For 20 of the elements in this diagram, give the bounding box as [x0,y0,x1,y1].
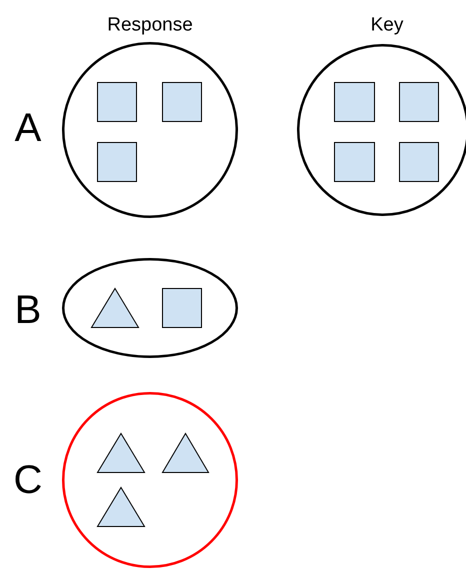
triangle-shape [97,487,145,527]
square-shape [399,82,439,122]
square-shape [162,288,202,328]
square-shape [97,142,137,182]
row-label: B [14,290,42,330]
column-heading: Key [370,16,404,34]
row-label: C [14,460,42,500]
column-heading: Response [107,16,193,34]
square-shape [334,142,375,182]
square-shape [97,82,137,122]
square-shape [399,142,439,182]
circle-shape [62,392,238,568]
ellipse-shape [62,258,238,358]
circle-shape [62,42,238,218]
triangle-shape [91,288,139,328]
square-shape [334,82,375,122]
triangle-shape [162,433,209,473]
row-label: A [14,108,42,148]
triangle-shape [97,433,145,473]
square-shape [162,82,202,122]
